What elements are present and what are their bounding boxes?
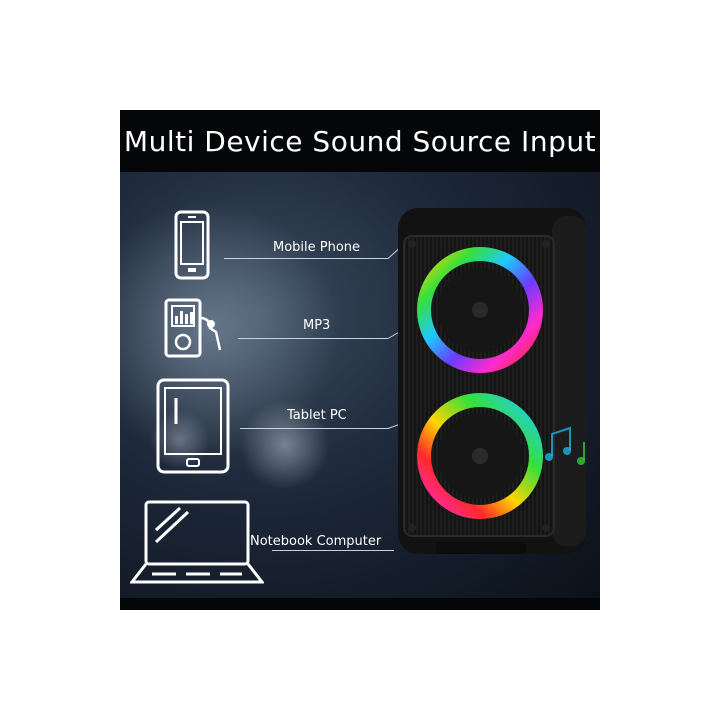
speaker-product-image <box>398 208 586 554</box>
device-label-mp3: MP3 <box>303 318 331 333</box>
connector-line <box>240 428 388 429</box>
music-notes-icon <box>545 426 585 465</box>
device-label-tablet: Tablet PC <box>287 408 347 423</box>
mobile-phone-icon <box>174 210 210 280</box>
laptop-icon <box>130 500 264 584</box>
device-label-notebook: Notebook Computer <box>250 534 382 549</box>
connector-line <box>224 258 388 259</box>
title-bar: Multi Device Sound Source Input <box>120 110 600 172</box>
mp3-player-icon <box>164 298 222 358</box>
bottom-bar <box>120 598 600 610</box>
tablet-icon <box>156 378 230 474</box>
connector-line <box>238 338 388 339</box>
device-label-mobile-phone: Mobile Phone <box>273 240 361 255</box>
product-image-panel: Multi Device Sound Source Input Mobile P… <box>120 110 600 610</box>
page-title: Multi Device Sound Source Input <box>123 124 597 158</box>
connector-line <box>272 550 394 551</box>
